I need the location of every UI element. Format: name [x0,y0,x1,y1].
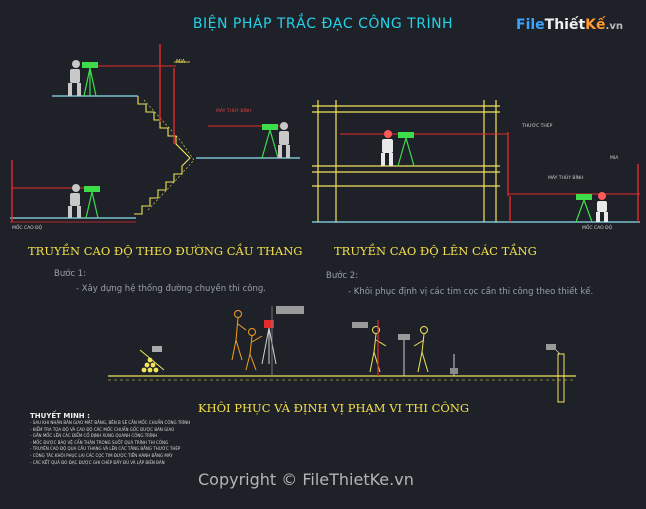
notes-line: - SAU KHI NHẬN BÀN GIAO MẶT BẰNG, BÊN B … [30,420,191,425]
theodolite-icon [261,320,277,365]
logo-part-3: Kế [585,17,606,33]
label-level-right: MÁY THỦY BÌNH [548,176,584,181]
label-mia-right: MIA [610,156,619,161]
notes-line: - TRUYỀN CAO ĐỘ QUA CẦU THANG VÀ LÊN CÁC… [30,446,181,452]
level-instrument-icon [261,124,279,159]
logo: FileThiếtKế.vn [508,10,623,44]
level-instrument-icon [84,186,100,219]
stake-base [450,368,458,374]
copyright-watermark: Copyright © FileThietKe.vn [198,470,414,489]
logo-part-1: File [516,17,545,33]
section-caption: KHÔI PHỤC VÀ ĐỊNH VỊ PHẠM VI THI CÔNG [198,401,470,415]
surveyor-figure [278,122,290,158]
stakeout-scene [108,306,576,403]
worker-group [231,310,263,371]
stair-caption: TRUYỀN CAO ĐỘ THEO ĐƯỜNG CẦU THANG [28,244,303,258]
sign-board [546,344,556,350]
surveyor-figure [381,130,393,166]
pile [557,353,565,403]
step1-text: - Xây dựng hệ thống đường chuyền thi côn… [76,284,266,294]
worker-group [369,326,429,373]
notes-line: - CÁC KẾT QUẢ ĐO ĐẠC ĐƯỢC GHI CHÉP ĐẦY Đ… [30,459,165,465]
logo-part-4: .vn [605,21,623,32]
level-instrument-icon [82,62,98,97]
pile-line [555,349,561,355]
notes-line: - CÔNG TÁC KHÔI PHỤC LẠI CÁC CỌC TIM ĐƯỢ… [30,452,173,458]
surveyor-figure [68,184,81,218]
surveyor-figure [68,60,81,96]
step2-text: - Khôi phục định vị các tim cọc cần thi … [348,287,594,297]
survey-pile-icon [139,346,165,373]
label-benchmark-left: MỐC CAO ĐỘ [12,226,43,231]
notes-line: - MỐC ĐƯỢC BẢO VỆ CẨN THẬN TRONG SUỐT QU… [30,439,169,445]
label-mia-left: MIA [176,59,186,65]
notes-line: - GẮN MỐC LÊN CÁC ĐIỂM CỐ ĐỊNH XUNG QUAN… [30,433,158,439]
notes-title: THUYẾT MINH : [30,412,90,420]
step1-title: Bước 1: [54,269,87,279]
logo-part-2: Thiết [544,17,586,33]
sign-board [352,322,368,328]
stair-profile [134,96,191,215]
sign-board [276,306,304,314]
sign-board [398,334,410,340]
step2-title: Bước 2: [326,271,359,281]
building-panel [312,100,640,223]
level-instrument-icon [575,194,593,223]
label-benchmark-right: MỐC CAO ĐỘ [582,226,613,231]
surveyor-figure [596,192,608,222]
stair-panel [10,44,300,223]
page-title: BIỆN PHÁP TRẮC ĐẠC CÔNG TRÌNH [192,16,454,32]
label-steel-tape: THƯỚC THÉP [522,124,553,129]
notes-line: - KIỂM TRA TỌA ĐỘ VÀ CAO ĐỘ CÁC MỐC CHUẨ… [30,426,175,432]
floors-caption: TRUYỀN CAO ĐỘ LÊN CÁC TẦNG [334,244,537,258]
notes-block: THUYẾT MINH : - SAU KHI NHẬN BÀN GIAO MẶ… [30,412,350,466]
label-level-left: MÁY THỦY BÌNH [216,109,252,114]
level-instrument-icon [397,132,415,167]
